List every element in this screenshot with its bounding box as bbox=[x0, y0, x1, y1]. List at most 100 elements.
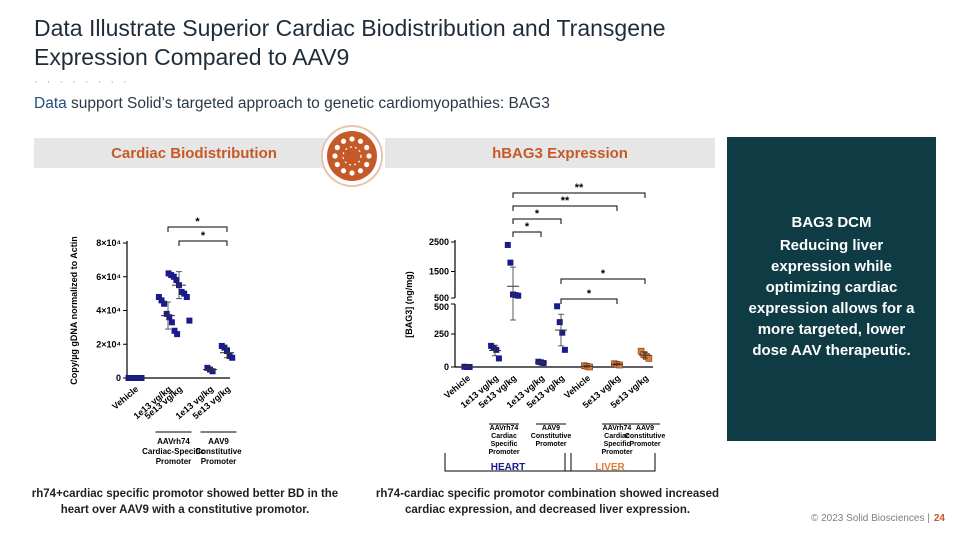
significance-bracket bbox=[512, 192, 646, 198]
data-point bbox=[493, 346, 500, 353]
significance-bracket bbox=[512, 205, 618, 211]
data-point bbox=[554, 303, 561, 310]
group-label: Constitutive bbox=[531, 433, 572, 440]
logo-dot bbox=[357, 168, 364, 174]
significance-bracket bbox=[512, 218, 562, 224]
group-label: Constitutive bbox=[625, 433, 666, 440]
significance-label: * bbox=[201, 230, 206, 242]
significance-label: ** bbox=[561, 195, 570, 207]
data-point bbox=[158, 297, 165, 304]
slide-subtitle: Data support Solid’s targeted approach t… bbox=[34, 95, 550, 113]
data-point bbox=[171, 327, 178, 334]
footer: © 2023 Solid Biosciences |24 bbox=[760, 513, 945, 524]
section-band-left bbox=[34, 138, 326, 168]
data-point bbox=[504, 241, 511, 248]
significance-label: * bbox=[587, 288, 592, 300]
y-tick-label: 0 bbox=[116, 373, 121, 383]
y-tick-label: 6×10⁴ bbox=[96, 272, 121, 282]
callout-panel: BAG3 DCM Reducing liver expression while… bbox=[727, 137, 936, 441]
y-tick-label: 2500 bbox=[429, 237, 449, 247]
group-label: Cardiac-Specific bbox=[142, 447, 205, 456]
x-tick-label: Vehicle bbox=[110, 384, 140, 412]
group-label: Promoter bbox=[535, 441, 566, 448]
tissue-label: LIVER bbox=[595, 462, 625, 473]
group-label: Promoter bbox=[201, 457, 237, 466]
logo-dot bbox=[334, 144, 340, 151]
data-point bbox=[507, 259, 514, 266]
caption-biodistribution: rh74+cardiac specific promotor showed be… bbox=[31, 488, 339, 516]
logo-dot bbox=[357, 138, 364, 144]
data-point bbox=[186, 317, 193, 324]
y-tick-label: 1500 bbox=[429, 267, 449, 277]
group-label: AAVrh74 bbox=[157, 437, 190, 446]
data-point bbox=[168, 319, 175, 326]
group-label: Specific bbox=[604, 441, 631, 448]
y-tick-label: 8×10⁴ bbox=[96, 238, 121, 248]
data-point bbox=[495, 355, 502, 362]
significance-label: * bbox=[601, 268, 606, 280]
data-point bbox=[163, 310, 170, 317]
page-number: 24 bbox=[933, 513, 945, 524]
group-label: Promoter bbox=[601, 449, 632, 456]
data-point bbox=[559, 329, 566, 336]
data-point bbox=[561, 346, 568, 353]
group-label: Promoter bbox=[156, 457, 192, 466]
data-point bbox=[183, 294, 190, 300]
data-point bbox=[161, 300, 168, 307]
significance-label: * bbox=[525, 221, 530, 233]
logo-dot bbox=[334, 161, 340, 168]
panel-body: Reducing liver expression while optimizi… bbox=[748, 237, 915, 359]
footer-copyright: © 2023 Solid Biosciences | bbox=[810, 513, 930, 524]
y-tick-label: 500 bbox=[434, 293, 449, 303]
significance-label: * bbox=[535, 208, 540, 220]
significance-bracket bbox=[560, 278, 646, 284]
data-point bbox=[515, 292, 522, 299]
logo-dot bbox=[332, 153, 338, 159]
biodistribution-chart: 0 2×10⁴ 4×10⁴ 6×10⁴ 8×10⁴ Copy/µg gDNA normal… bbox=[69, 216, 242, 466]
group-label: AAV9 bbox=[636, 425, 654, 432]
data-point bbox=[181, 290, 188, 297]
tissue-label: HEART bbox=[491, 462, 525, 473]
slide-title: Data Illustrate Superior Cardiac Biodist… bbox=[34, 15, 666, 70]
significance-bracket bbox=[512, 231, 542, 237]
logo-dot bbox=[364, 144, 370, 151]
significance-bracket bbox=[178, 240, 228, 246]
logo-inner-ring bbox=[342, 146, 362, 166]
significance-label: ** bbox=[575, 182, 584, 194]
y-tick-label: 2×10⁴ bbox=[96, 339, 121, 349]
group-label: Specific bbox=[491, 441, 518, 448]
data-point bbox=[174, 331, 181, 338]
tissue-bracket bbox=[444, 453, 572, 472]
data-point bbox=[229, 354, 236, 361]
logo-dot bbox=[349, 170, 355, 176]
data-point bbox=[155, 294, 162, 300]
group-label: Promoter bbox=[629, 441, 660, 448]
group-label: Promoter bbox=[488, 449, 519, 456]
group-label: AAV9 bbox=[208, 437, 229, 446]
caption-expression: rh74-cardiac specific promotor combinati… bbox=[375, 488, 720, 516]
section-label-cardiac-biodistribution: Cardiac Biodistribution bbox=[111, 145, 277, 162]
logo-dot bbox=[366, 153, 372, 159]
panel-title: BAG3 DCM bbox=[791, 214, 872, 231]
significance-bracket bbox=[167, 226, 228, 232]
y-axis-label: [BAG3] (ng/mg) bbox=[404, 271, 414, 338]
subtitle-rest: support Solid’s targeted approach to gen… bbox=[66, 95, 550, 112]
logo-dot bbox=[364, 161, 370, 168]
y-tick-label: 250 bbox=[434, 329, 449, 339]
y-tick-label: 4×10⁴ bbox=[96, 306, 121, 316]
group-label: AAVrh74 bbox=[490, 425, 519, 432]
data-point bbox=[556, 319, 563, 326]
subtitle-lead: Data bbox=[34, 95, 67, 112]
logo-dot bbox=[340, 168, 347, 174]
logo-dot bbox=[349, 136, 355, 142]
logo-dot bbox=[340, 138, 347, 144]
group-label: Cardiac bbox=[604, 433, 630, 440]
y-tick-label: 0 bbox=[444, 362, 449, 372]
data-point bbox=[166, 314, 173, 321]
dot-ring-logo-icon bbox=[321, 125, 383, 187]
y-tick-label: 500 bbox=[434, 302, 449, 312]
y-axis-label: Copy/µg gDNA normalized to Actin bbox=[69, 236, 79, 385]
title-divider-dots: · · · · · · · · bbox=[34, 76, 130, 88]
group-label: AAV9 bbox=[542, 425, 560, 432]
